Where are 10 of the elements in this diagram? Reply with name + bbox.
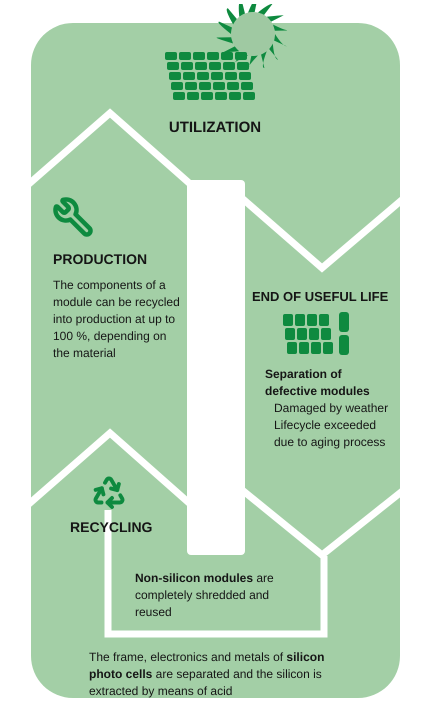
stage-heading: RECYCLING: [70, 519, 152, 535]
list-item-text: Lifecycle exceeded due to aging process: [274, 417, 386, 451]
subheading-text: Separation of defective modules: [265, 366, 371, 400]
description-text: The frame, electronics and metals of silicon photo cells are separated and the silicon is extracted by means of acid: [89, 649, 326, 700]
description-text: Non-silicon modules are completely shredded and reused: [135, 570, 275, 621]
stage-heading: UTILIZATION: [168, 119, 262, 136]
description-text: The components of a module can be recycled into production at up to 100 %, depending on the material: [53, 277, 181, 362]
stage-heading: END OF USEFUL LIFE: [252, 288, 390, 306]
list-item-text: Damaged by weather: [274, 400, 390, 417]
stage-heading: PRODUCTION: [53, 250, 148, 268]
